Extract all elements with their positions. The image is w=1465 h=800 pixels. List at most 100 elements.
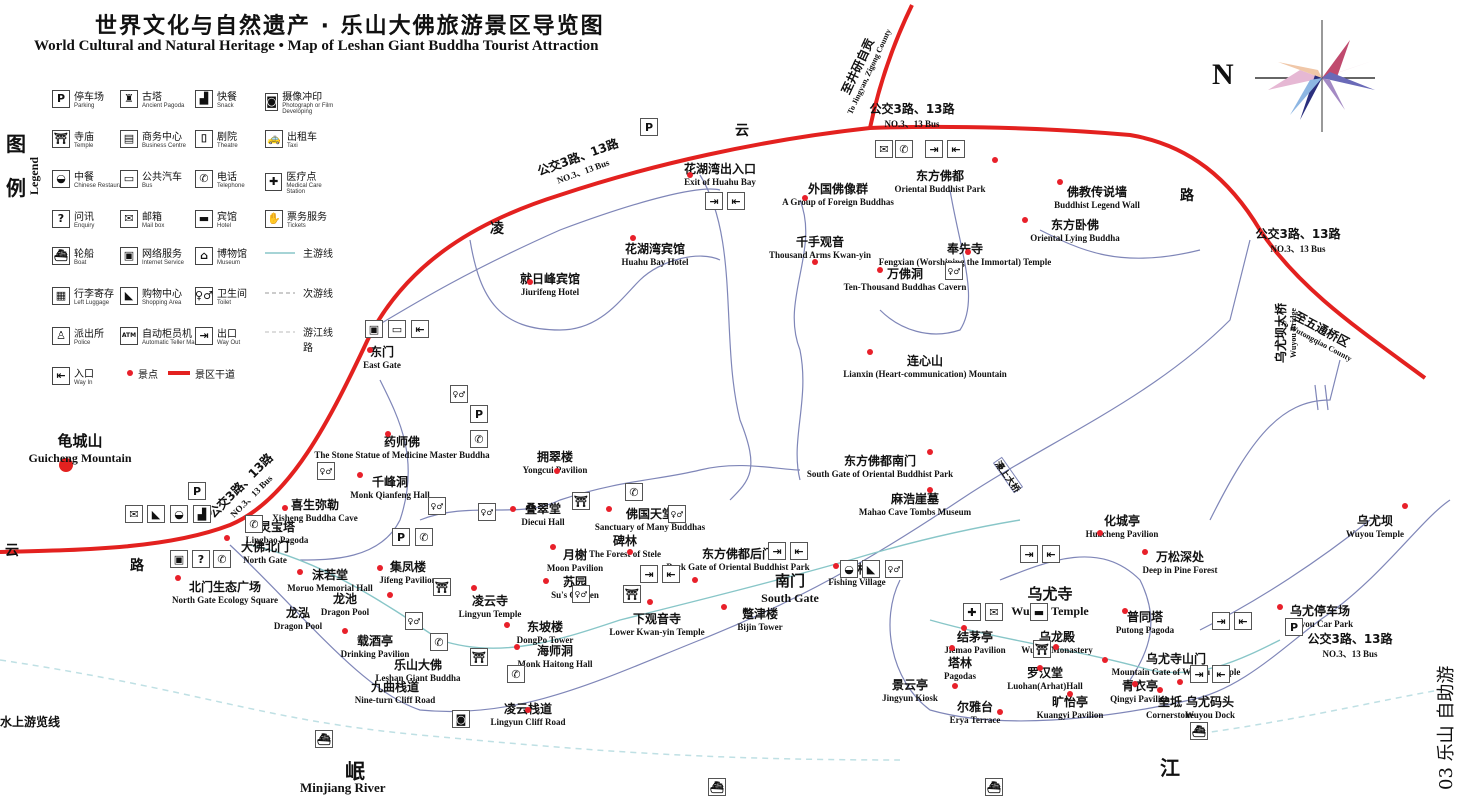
toilet-icon[interactable]: ♀♂ (885, 560, 903, 578)
scenic-spot-dot[interactable] (1022, 217, 1028, 223)
scenic-spot-dot[interactable] (1277, 604, 1283, 610)
scenic-spot-dot[interactable] (687, 172, 693, 178)
camera-icon[interactable]: ◙ (452, 710, 470, 728)
scenic-spot-dot[interactable] (949, 645, 955, 651)
chinese-restaurant-icon[interactable]: ◒ (840, 560, 858, 578)
snack-icon[interactable]: ▟ (193, 505, 211, 523)
scenic-spot-dot[interactable] (385, 431, 391, 437)
way-out-icon[interactable]: ⇥ (705, 192, 723, 210)
enquiry-icon[interactable]: ? (192, 550, 210, 568)
parking-icon[interactable]: P (470, 405, 488, 423)
scenic-spot-dot[interactable] (387, 592, 393, 598)
toilet-icon[interactable]: ♀♂ (572, 585, 590, 603)
way-out-icon[interactable]: ⇥ (1212, 612, 1230, 630)
way-out-icon[interactable]: ⇥ (768, 542, 786, 560)
scenic-spot-dot[interactable] (282, 505, 288, 511)
telephone-icon[interactable]: ✆ (213, 550, 231, 568)
scenic-spot-dot[interactable] (927, 487, 933, 493)
scenic-spot-dot[interactable] (997, 709, 1003, 715)
scenic-spot-dot[interactable] (802, 195, 808, 201)
temple-icon[interactable]: ⛩ (623, 585, 641, 603)
scenic-spot-dot[interactable] (1053, 644, 1059, 650)
way-out-icon[interactable]: ⇥ (1190, 665, 1208, 683)
parking-icon[interactable]: P (392, 528, 410, 546)
scenic-spot-dot[interactable] (627, 549, 633, 555)
parking-icon[interactable]: P (188, 482, 206, 500)
scenic-spot-dot[interactable] (1177, 679, 1183, 685)
scenic-spot-dot[interactable] (297, 569, 303, 575)
taxi-icon[interactable]: ▣ (365, 320, 383, 338)
scenic-spot-dot[interactable] (1132, 681, 1138, 687)
scenic-spot-dot[interactable] (471, 585, 477, 591)
scenic-spot-dot[interactable] (692, 577, 698, 583)
scenic-spot-dot[interactable] (961, 625, 967, 631)
scenic-spot-dot[interactable] (812, 259, 818, 265)
temple-icon[interactable]: ⛩ (470, 648, 488, 666)
scenic-spot-dot[interactable] (630, 235, 636, 241)
scenic-spot-dot[interactable] (554, 468, 560, 474)
telephone-icon[interactable]: ✆ (470, 430, 488, 448)
scenic-spot-dot[interactable] (1402, 503, 1408, 509)
boat-icon[interactable]: ⛴ (315, 730, 333, 748)
toilet-icon[interactable]: ♀♂ (478, 503, 496, 521)
telephone-icon[interactable]: ✆ (895, 140, 913, 158)
way-in-icon[interactable]: ⇤ (662, 565, 680, 583)
bus-icon[interactable]: ▭ (388, 320, 406, 338)
scenic-spot-dot[interactable] (525, 707, 531, 713)
scenic-spot-dot[interactable] (510, 506, 516, 512)
toilet-icon[interactable]: ♀♂ (668, 505, 686, 523)
mailbox-icon[interactable]: ✉ (985, 603, 1003, 621)
toilet-icon[interactable]: ♀♂ (405, 612, 423, 630)
chinese-restaurant-icon[interactable]: ◒ (170, 505, 188, 523)
scenic-spot-dot[interactable] (504, 622, 510, 628)
temple-icon[interactable]: ⛩ (433, 578, 451, 596)
hotel-icon[interactable]: ▬ (1030, 603, 1048, 621)
toilet-icon[interactable]: ♀♂ (317, 462, 335, 480)
scenic-spot-dot[interactable] (342, 628, 348, 634)
boat-icon[interactable]: ⛴ (1190, 722, 1208, 740)
telephone-icon[interactable]: ✆ (415, 528, 433, 546)
scenic-spot-dot[interactable] (1102, 657, 1108, 663)
scenic-spot-dot[interactable] (357, 472, 363, 478)
scenic-spot-dot[interactable] (1057, 179, 1063, 185)
way-in-icon[interactable]: ⇤ (1212, 665, 1230, 683)
telephone-icon[interactable]: ✆ (625, 483, 643, 501)
scenic-spot-dot[interactable] (867, 349, 873, 355)
temple-icon[interactable]: ⛩ (572, 492, 590, 510)
scenic-spot-dot[interactable] (224, 535, 230, 541)
scenic-spot-dot[interactable] (543, 578, 549, 584)
scenic-spot-dot[interactable] (992, 157, 998, 163)
scenic-spot-dot[interactable] (721, 604, 727, 610)
scenic-spot-dot[interactable] (647, 599, 653, 605)
